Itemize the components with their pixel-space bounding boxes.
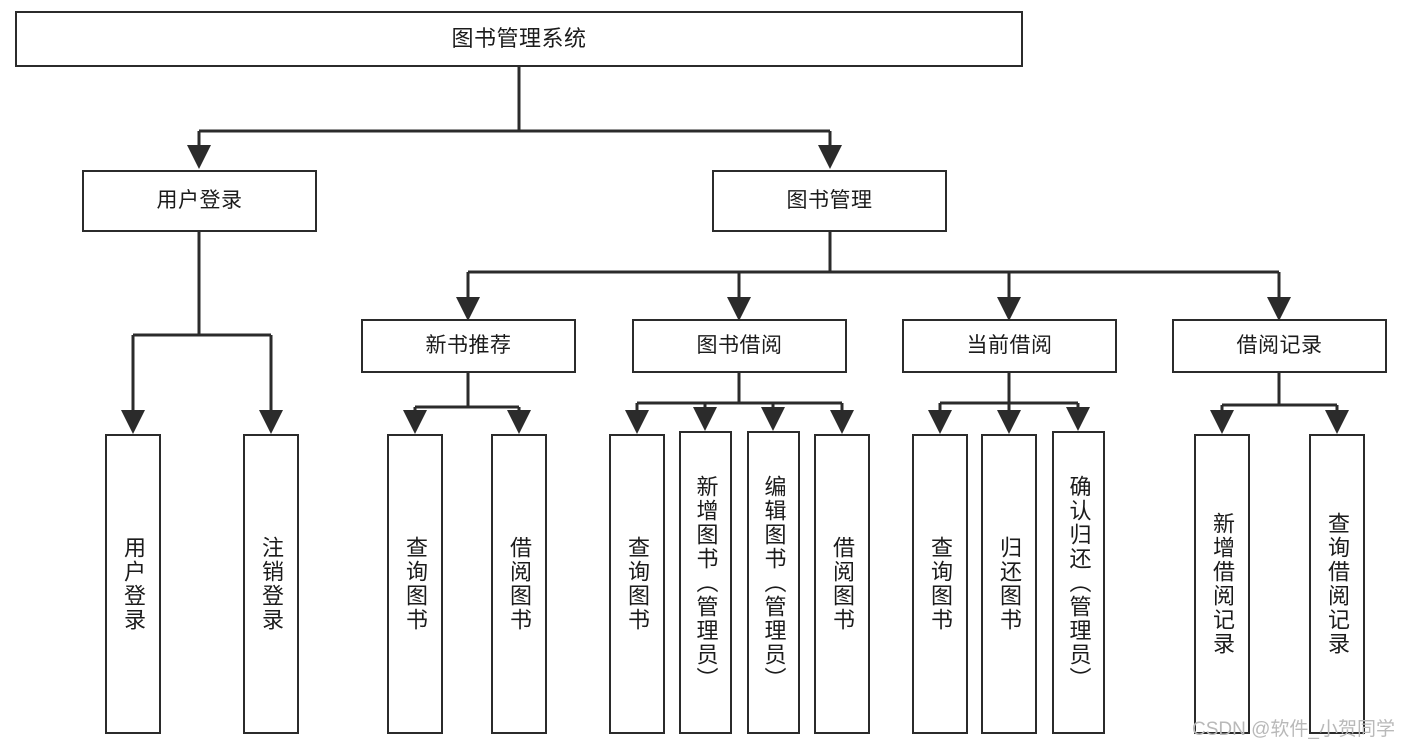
leaf-current-borrow-return[interactable]: 归还图书 bbox=[981, 434, 1037, 734]
leaf-borrow-record-add[interactable]: 新增借阅记录 bbox=[1194, 434, 1250, 734]
leaf-book-borrow-query[interactable]: 查询图书 bbox=[609, 434, 665, 734]
leaf-new-book-query-label: 查询图书 bbox=[403, 536, 428, 632]
leaf-book-borrow-borrow-label: 借阅图书 bbox=[830, 536, 855, 632]
leaf-user-login-logout-label: 注销登录 bbox=[259, 536, 284, 632]
leaf-current-borrow-query[interactable]: 查询图书 bbox=[912, 434, 968, 734]
leaf-current-borrow-query-label: 查询图书 bbox=[928, 536, 953, 632]
leaf-current-borrow-confirm-label: 确认归还（管理员） bbox=[1066, 474, 1092, 691]
leaf-new-book-query[interactable]: 查询图书 bbox=[387, 434, 443, 734]
leaf-new-book-borrow-label: 借阅图书 bbox=[507, 536, 532, 632]
leaf-borrow-record-query-label: 查询借阅记录 bbox=[1325, 512, 1350, 656]
leaf-book-borrow-edit-label: 编辑图书（管理员） bbox=[761, 474, 787, 691]
node-current-borrow-label: 当前借阅 bbox=[966, 333, 1053, 357]
leaf-borrow-record-add-label: 新增借阅记录 bbox=[1210, 512, 1235, 656]
node-new-book-recommend-label: 新书推荐 bbox=[425, 333, 512, 357]
node-user-login[interactable]: 用户登录 bbox=[82, 170, 317, 232]
leaf-book-borrow-add-label: 新增图书（管理员） bbox=[693, 474, 719, 691]
node-root-label: 图书管理系统 bbox=[451, 26, 587, 52]
node-root[interactable]: 图书管理系统 bbox=[15, 11, 1023, 67]
leaf-user-login-login-label: 用户登录 bbox=[121, 536, 146, 632]
leaf-current-borrow-confirm[interactable]: 确认归还（管理员） bbox=[1052, 431, 1105, 734]
leaf-user-login-logout[interactable]: 注销登录 bbox=[243, 434, 299, 734]
leaf-book-borrow-edit[interactable]: 编辑图书（管理员） bbox=[747, 431, 800, 734]
leaf-borrow-record-query[interactable]: 查询借阅记录 bbox=[1309, 434, 1365, 734]
node-borrow-record[interactable]: 借阅记录 bbox=[1172, 319, 1387, 373]
leaf-user-login-login[interactable]: 用户登录 bbox=[105, 434, 161, 734]
leaf-current-borrow-return-label: 归还图书 bbox=[997, 536, 1022, 632]
node-current-borrow[interactable]: 当前借阅 bbox=[902, 319, 1117, 373]
leaf-book-borrow-add[interactable]: 新增图书（管理员） bbox=[679, 431, 732, 734]
node-user-login-label: 用户登录 bbox=[156, 188, 243, 212]
leaf-book-borrow-borrow[interactable]: 借阅图书 bbox=[814, 434, 870, 734]
node-borrow-record-label: 借阅记录 bbox=[1236, 333, 1323, 357]
node-book-manage[interactable]: 图书管理 bbox=[712, 170, 947, 232]
node-book-borrow-label: 图书借阅 bbox=[696, 333, 783, 357]
leaf-book-borrow-query-label: 查询图书 bbox=[625, 536, 650, 632]
leaf-new-book-borrow[interactable]: 借阅图书 bbox=[491, 434, 547, 734]
node-new-book-recommend[interactable]: 新书推荐 bbox=[361, 319, 576, 373]
node-book-borrow[interactable]: 图书借阅 bbox=[632, 319, 847, 373]
node-book-manage-label: 图书管理 bbox=[786, 188, 873, 212]
